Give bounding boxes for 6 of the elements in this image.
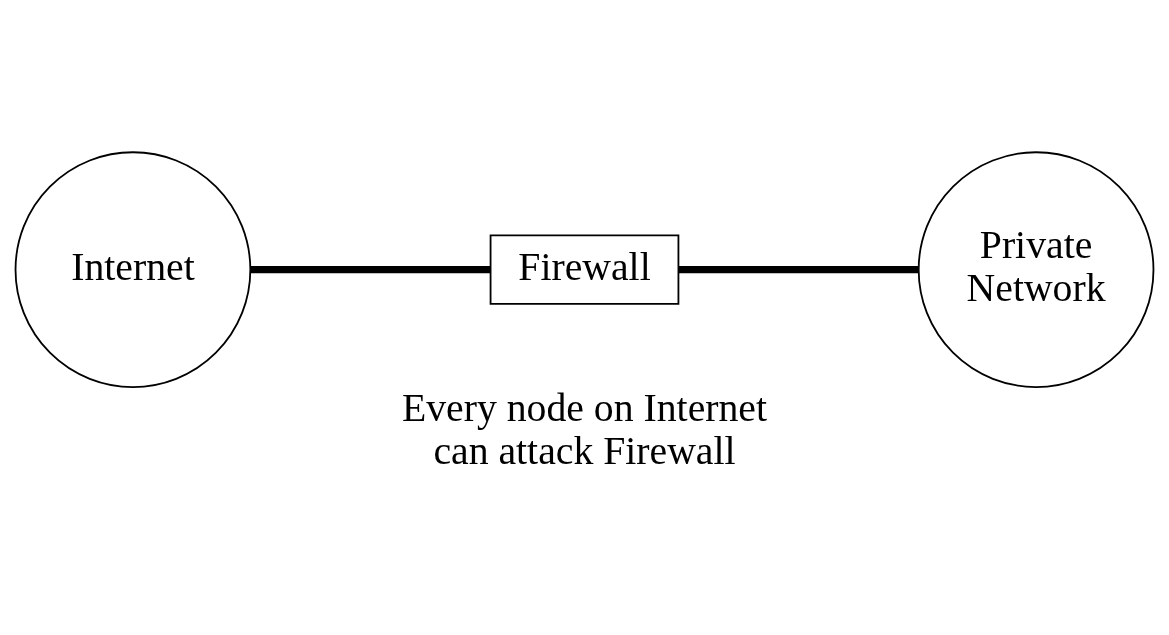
connector bbox=[250, 266, 491, 274]
node-circle: Private Network bbox=[917, 151, 1155, 388]
connector bbox=[678, 266, 919, 274]
node-box: Firewall bbox=[489, 234, 680, 305]
node-circle: Internet bbox=[14, 151, 252, 388]
label: Every node on Internet can attack Firewall bbox=[401, 385, 768, 473]
